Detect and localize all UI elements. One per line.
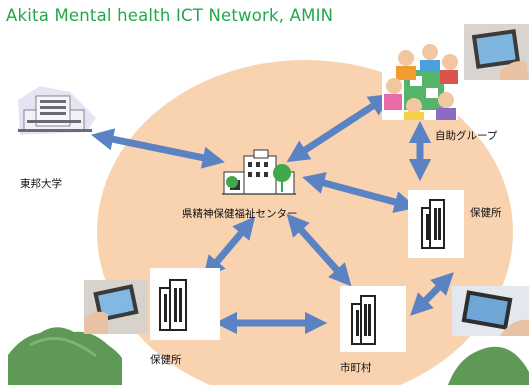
tablet-hand-top-icon [464,24,529,80]
university-label: 東邦大学 [20,178,62,190]
office-building-right-icon [408,190,464,258]
office-building-municipality-icon [340,286,406,352]
mountain-left-icon [8,327,122,385]
tablet-hand-left-icon [84,280,148,334]
mountain-right-icon [448,346,529,385]
center-building-icon [222,149,296,195]
diagram-title: Akita Mental health ICT Network, AMIN [6,6,334,25]
arrow-municipality-health-right [410,272,454,316]
arrow-center-selfhelp [286,93,392,163]
health-left-label: 保健所 [150,354,182,366]
tablet-hand-right-icon [452,286,529,336]
arrow-center-health-right [302,172,417,213]
arrow-center-health-left [202,216,256,279]
office-building-left-icon [150,268,220,340]
health-right-label: 保健所 [470,207,502,219]
arrow-center-municipality [286,213,352,287]
university-building-icon [18,86,96,135]
arrow-university-center [91,128,225,169]
group-meeting-icon [382,44,458,120]
selfhelp-label: 自助グループ [435,130,498,142]
municipality-label: 市町村 [340,362,372,374]
center-label: 県精神保健福祉センター [182,208,298,220]
